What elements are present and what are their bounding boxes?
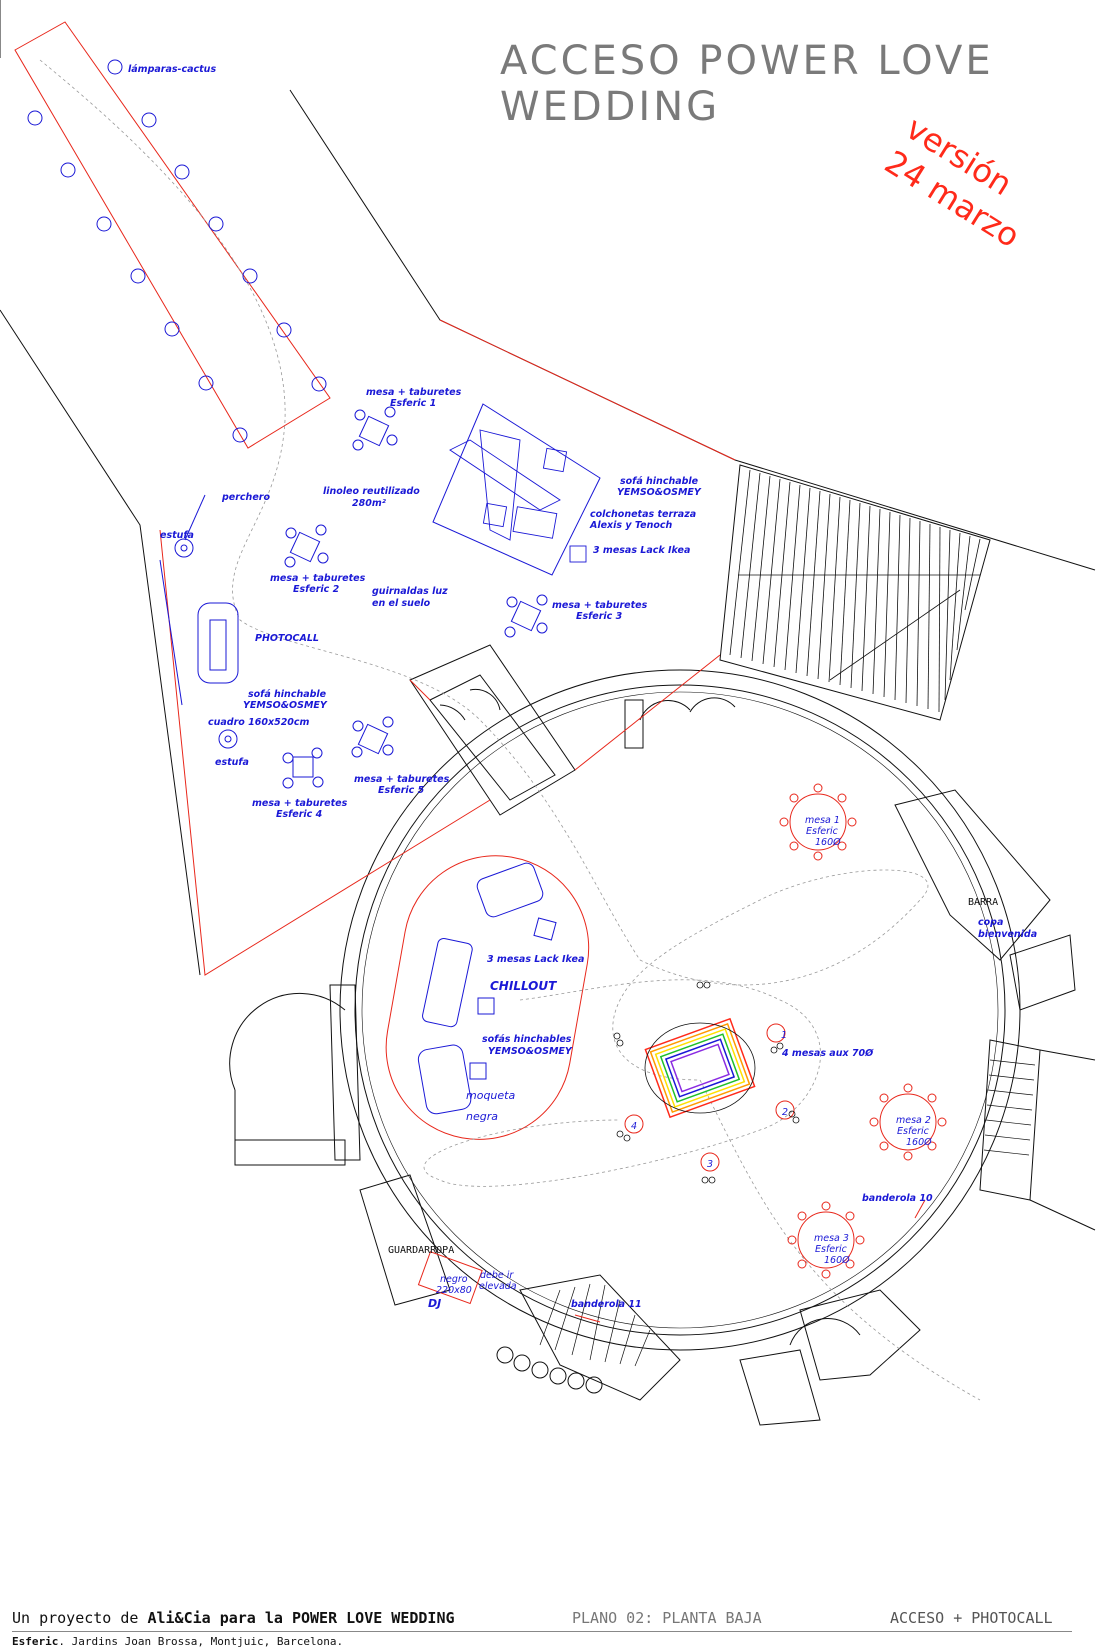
svg-text:perchero: perchero bbox=[221, 492, 270, 503]
footer-plano: PLANO 02: PLANTA BAJA bbox=[572, 1609, 762, 1627]
svg-text:Esferic 5: Esferic 5 bbox=[378, 785, 425, 796]
svg-text:Esferic: Esferic bbox=[806, 826, 839, 837]
svg-text:en el suelo: en el suelo bbox=[372, 598, 431, 609]
svg-text:Esferic 2: Esferic 2 bbox=[293, 584, 340, 595]
svg-text:Esferic 4: Esferic 4 bbox=[276, 809, 323, 820]
mesa-esferic-5 bbox=[351, 716, 394, 758]
svg-text:Esferic 1: Esferic 1 bbox=[390, 398, 436, 409]
lamp-markers bbox=[27, 59, 327, 443]
svg-text:220x80: 220x80 bbox=[436, 1285, 472, 1296]
svg-text:YEMSO&OSMEY: YEMSO&OSMEY bbox=[243, 700, 328, 711]
svg-text:moqueta: moqueta bbox=[466, 1089, 515, 1102]
svg-text:4: 4 bbox=[631, 1121, 637, 1132]
svg-text:sofás hinchables: sofás hinchables bbox=[482, 1034, 572, 1045]
svg-text:negro: negro bbox=[440, 1274, 468, 1285]
label-photocall: PHOTOCALL bbox=[255, 633, 319, 644]
round-table-1 bbox=[779, 783, 857, 861]
svg-text:3 mesas Lack Ikea: 3 mesas Lack Ikea bbox=[487, 954, 584, 965]
plan-labels: lámparas-cactus mesa + taburetes Esferic… bbox=[128, 64, 1037, 1310]
svg-text:YEMSO&OSMEY: YEMSO&OSMEY bbox=[488, 1046, 573, 1057]
label-banderola-10: banderola 10 bbox=[862, 1193, 933, 1204]
mesa-esferic-2 bbox=[284, 524, 329, 568]
svg-text:YEMSO&OSMEY: YEMSO&OSMEY bbox=[617, 487, 702, 498]
svg-text:Esferic 3: Esferic 3 bbox=[576, 611, 623, 622]
svg-text:160Ø: 160Ø bbox=[824, 1255, 850, 1266]
svg-text:mesa 2: mesa 2 bbox=[896, 1115, 931, 1126]
svg-text:160Ø: 160Ø bbox=[906, 1137, 932, 1148]
walls bbox=[0, 0, 1096, 1426]
svg-text:elevada: elevada bbox=[479, 1281, 517, 1292]
svg-text:2: 2 bbox=[782, 1107, 788, 1118]
mesa-esferic-4 bbox=[282, 747, 324, 789]
svg-text:3: 3 bbox=[707, 1159, 713, 1170]
svg-text:colchonetas terraza: colchonetas terraza bbox=[590, 509, 696, 520]
round-table-3 bbox=[787, 1201, 865, 1279]
svg-text:estufa: estufa bbox=[160, 530, 194, 541]
svg-text:mesa 3: mesa 3 bbox=[814, 1233, 849, 1244]
svg-text:Esferic: Esferic bbox=[897, 1126, 930, 1137]
footer-rule bbox=[12, 1631, 1072, 1632]
svg-text:linoleo reutilizado: linoleo reutilizado bbox=[323, 486, 420, 497]
svg-text:mesa + taburetes: mesa + taburetes bbox=[252, 798, 348, 809]
svg-text:160Ø: 160Ø bbox=[815, 837, 841, 848]
page-title: ACCESO POWER LOVE WEDDING bbox=[500, 38, 994, 130]
label-barra: BARRA bbox=[968, 897, 998, 908]
svg-text:mesa + taburetes: mesa + taburetes bbox=[354, 774, 450, 785]
svg-text:estufa: estufa bbox=[215, 757, 249, 768]
footer-project: Un proyecto de Ali&Cia para la POWER LOV… bbox=[12, 1609, 455, 1627]
mesa-esferic-3 bbox=[504, 594, 548, 638]
label-dj: DJ bbox=[428, 1297, 441, 1310]
svg-text:Esferic: Esferic bbox=[815, 1244, 848, 1255]
svg-text:Alexis y Tenoch: Alexis y Tenoch bbox=[589, 520, 673, 531]
svg-text:cuadro 160x520cm: cuadro 160x520cm bbox=[208, 717, 310, 728]
svg-text:mesa + taburetes: mesa + taburetes bbox=[270, 573, 366, 584]
svg-text:mesa + taburetes: mesa + taburetes bbox=[552, 600, 648, 611]
svg-text:debe ir: debe ir bbox=[480, 1270, 514, 1281]
blue-furniture bbox=[27, 59, 601, 1115]
svg-text:sofá hinchable: sofá hinchable bbox=[248, 689, 327, 700]
center-artwork bbox=[644, 1017, 756, 1119]
svg-text:negra: negra bbox=[466, 1110, 498, 1123]
svg-text:bienvenida: bienvenida bbox=[978, 929, 1037, 940]
svg-text:280m²: 280m² bbox=[352, 498, 387, 509]
mesa-esferic-1 bbox=[352, 406, 398, 451]
walking-path bbox=[39, 59, 981, 1401]
red-outlines bbox=[14, 21, 926, 1323]
svg-text:mesa + taburetes: mesa + taburetes bbox=[366, 387, 462, 398]
svg-text:mesa 1: mesa 1 bbox=[805, 815, 840, 826]
small-dots bbox=[613, 981, 800, 1184]
svg-text:3 mesas Lack Ikea: 3 mesas Lack Ikea bbox=[593, 545, 690, 556]
footer-acceso: ACCESO + PHOTOCALL bbox=[890, 1609, 1053, 1627]
svg-text:guirnaldas luz: guirnaldas luz bbox=[372, 586, 448, 597]
label-guardarropa: GUARDARROPA bbox=[388, 1245, 454, 1256]
svg-text:copa: copa bbox=[978, 917, 1003, 928]
svg-text:sofá hinchable: sofá hinchable bbox=[620, 476, 699, 487]
label-chillout: CHILLOUT bbox=[490, 979, 557, 993]
label-lamparas: lámparas-cactus bbox=[128, 64, 216, 75]
svg-text:4 mesas aux 70Ø: 4 mesas aux 70Ø bbox=[781, 1048, 874, 1059]
round-tables bbox=[624, 783, 947, 1279]
round-table-2 bbox=[869, 1083, 947, 1161]
label-banderola-11: banderola 11 bbox=[571, 1299, 642, 1310]
svg-text:1: 1 bbox=[781, 1030, 787, 1041]
footer-location: Esferic. Jardins Joan Brossa, Montjuic, … bbox=[12, 1635, 344, 1648]
